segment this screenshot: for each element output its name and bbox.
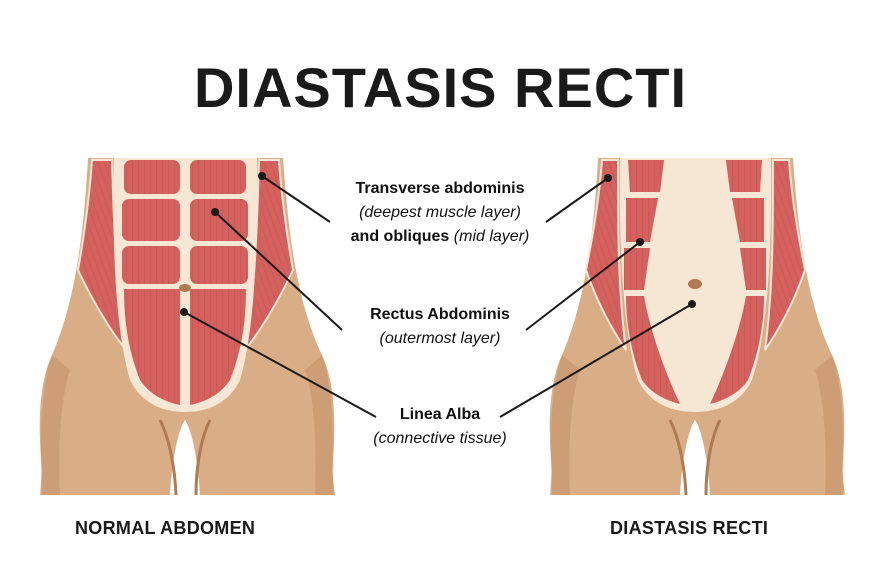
- leader-lines: [180, 172, 696, 418]
- label-transverse-name: Transverse abdominis: [355, 180, 525, 197]
- label-obliques-note: (mid layer): [453, 228, 530, 245]
- page-title: DIASTASIS RECTI: [193, 56, 688, 119]
- label-transverse-note: (deepest muscle layer): [359, 204, 521, 221]
- normal-rectus-right: [190, 160, 248, 405]
- label-obliques-name: and obliques: [350, 228, 450, 245]
- diastasis-figure: [549, 158, 845, 496]
- label-linea: Linea Alba (connective tissue): [330, 403, 550, 451]
- leader-transverse-right: [545, 177, 609, 223]
- diastasis-rectus-left: [624, 160, 680, 404]
- label-linea-note: (connective tissue): [373, 430, 507, 447]
- leader-rectus-left: [214, 211, 343, 331]
- diastasis-right-oblique: [764, 159, 807, 351]
- normal-navel: [179, 284, 191, 292]
- diastasis-rectus-right: [710, 160, 766, 404]
- leader-rectus-right: [525, 241, 641, 331]
- label-transverse: Transverse abdominis (deepest muscle lay…: [310, 177, 570, 249]
- leader-linea-left: [183, 311, 377, 418]
- label-rectus-note: (outermost layer): [379, 330, 501, 347]
- label-rectus-name: Rectus Abdominis: [370, 306, 510, 323]
- label-linea-name: Linea Alba: [399, 406, 481, 423]
- diastasis-left-oblique: [584, 159, 627, 351]
- leader-linea-right: [499, 303, 693, 418]
- label-rectus: Rectus Abdominis (outermost layer): [330, 303, 550, 351]
- caption-normal: NORMAL ABDOMEN: [75, 518, 256, 538]
- normal-abdomen-figure: [39, 158, 335, 496]
- leader-transverse-left: [261, 175, 331, 223]
- diastasis-navel: [688, 279, 702, 289]
- caption-diastasis: DIASTASIS RECTI: [610, 518, 769, 538]
- normal-rectus-left: [122, 160, 180, 405]
